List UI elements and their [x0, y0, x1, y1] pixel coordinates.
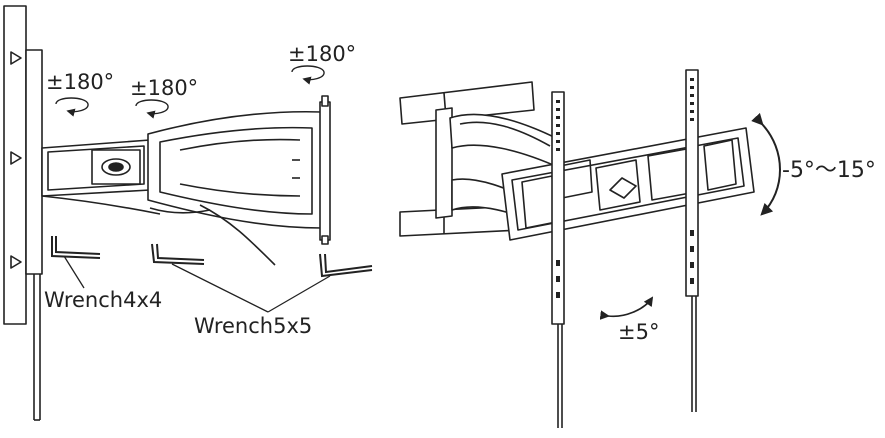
- wall-marker-top: [10, 51, 22, 65]
- tilt-arrow: [751, 112, 781, 216]
- level-arrow: [599, 296, 654, 320]
- arm-hub: [101, 158, 131, 176]
- wrench-5x5-a-shape: [151, 243, 205, 265]
- wrench-4x4-shape: [51, 236, 101, 259]
- rotation-label-arm-1: ±180°: [46, 70, 115, 94]
- side-view-mount: [3, 5, 331, 421]
- perspective-view-mount: [399, 69, 755, 428]
- leader-lines: [63, 255, 331, 313]
- rotation-label-arm-2: ±180°: [130, 76, 199, 100]
- wall-marker-bottom: [10, 255, 22, 269]
- wrench-4x4-label: Wrench4x4: [44, 288, 163, 312]
- wall-marker-mid: [10, 151, 22, 165]
- wrench-5x5-label: Wrench5x5: [194, 314, 313, 338]
- wrench-5x5-b-shape: [319, 253, 373, 278]
- head-bracket: [319, 101, 331, 241]
- level-adjust-label: ±5°: [618, 320, 660, 344]
- rail-holes: [556, 78, 694, 298]
- rotation-arrows-left: [55, 65, 325, 119]
- wall-arm-top: [399, 81, 535, 125]
- rotation-label-head: ±180°: [288, 42, 357, 66]
- arm-segment-2: [147, 110, 323, 229]
- wall-plate: [25, 49, 43, 275]
- tilt-range-label: -5°～15°: [782, 158, 876, 183]
